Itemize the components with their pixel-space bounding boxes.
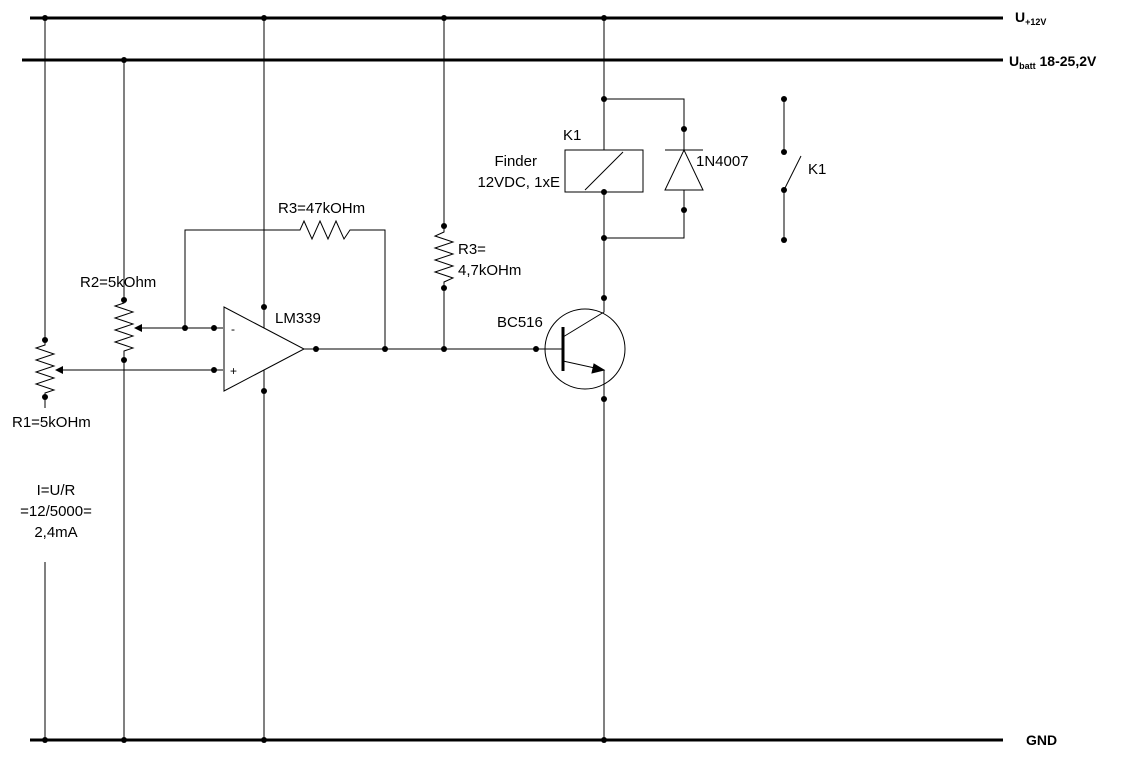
transistor-emitter-arrow <box>591 363 606 374</box>
transistor-label: BC516 <box>497 314 543 331</box>
relay-desc-label-1: Finder <box>494 153 537 170</box>
diode-wire-bottom <box>604 190 685 239</box>
r3-pullup-label-2: 4,7kOHm <box>458 262 521 279</box>
relay-coil-slash <box>584 151 624 191</box>
note-line-1: I=U/R <box>37 482 76 499</box>
rail-gnd-label: GND <box>1026 732 1057 748</box>
transistor-collector <box>562 298 605 338</box>
r3-feedback-wire-left <box>184 229 294 328</box>
r1-resistor <box>34 340 56 397</box>
r3-pullup-resistor <box>433 226 455 288</box>
r2-label: R2=5kOhm <box>80 274 156 291</box>
diode-wire-top <box>604 98 685 150</box>
contact-label: K1 <box>808 161 826 178</box>
junction-dots <box>42 15 787 743</box>
note-line-3: 2,4mA <box>34 524 77 541</box>
r3-feedback-label: R3=47kOHm <box>278 200 365 217</box>
relay-ref-label: K1 <box>563 127 581 144</box>
r3-feedback-resistor <box>294 219 355 241</box>
note-line-2: =12/5000= <box>20 503 92 520</box>
r2-resistor <box>113 300 135 360</box>
opamp-label: LM339 <box>275 310 321 327</box>
r3-feedback-wire-right <box>355 229 386 349</box>
opamp-minus-sign: - <box>231 322 235 336</box>
r1-label: R1=5kOHm <box>12 414 91 431</box>
opamp-plus-sign: + <box>230 364 237 378</box>
rail-vbatt-label: Ubatt 18-25,2V <box>1009 53 1097 71</box>
diode-label: 1N4007 <box>696 153 749 170</box>
contact-switch-blade <box>783 155 802 191</box>
rail-v12-label: U+12V <box>1015 9 1046 27</box>
diode-1n4007 <box>664 148 704 191</box>
r3-pullup-label-1: R3= <box>458 241 486 258</box>
relay-desc-label-2: 12VDC, 1xE <box>477 174 560 191</box>
